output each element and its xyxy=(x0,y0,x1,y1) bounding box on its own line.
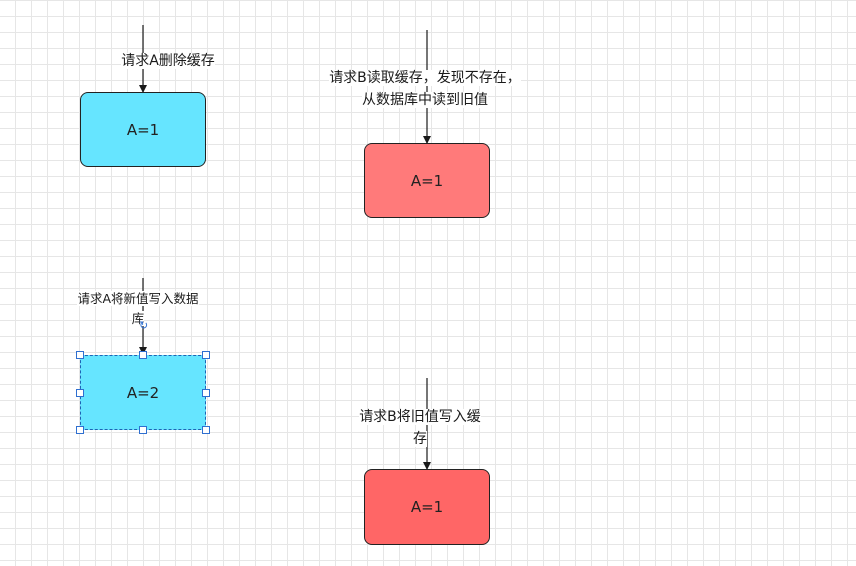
edge-label-line-2: 库 xyxy=(131,311,145,326)
node-label: A=1 xyxy=(410,171,444,190)
edge-label-line-1: 请求B将旧值写入缓 xyxy=(359,409,481,425)
edge-label-line-1: 请求B读取缓存，发现不存在， xyxy=(329,70,521,86)
node-label: A=2 xyxy=(126,383,160,402)
node-label: A=1 xyxy=(410,498,444,516)
edge-label-write-cache[interactable]: 请求B将旧值写入缓 存 xyxy=(340,406,500,450)
node-a2-selected[interactable]: A=2 xyxy=(80,355,206,430)
edge-label-text: 请求A删除缓存 xyxy=(121,53,215,69)
edge-label-line-2: 存 xyxy=(413,431,427,447)
resize-handle-s[interactable] xyxy=(139,426,147,434)
resize-handle-e[interactable] xyxy=(202,389,210,397)
node-a1-bottom-right[interactable]: A=1 xyxy=(364,469,490,545)
node-a1-top-left[interactable]: A=1 xyxy=(80,92,206,167)
resize-handle-se[interactable] xyxy=(202,426,210,434)
resize-handle-ne[interactable] xyxy=(202,351,210,359)
resize-handle-nw[interactable] xyxy=(76,351,84,359)
edge-label-delete-cache[interactable]: 请求A删除缓存 xyxy=(108,50,228,72)
rotate-handle-icon[interactable]: ↻ xyxy=(139,319,149,332)
edge-label-write-db[interactable]: 请求A将新值写入数据 库 xyxy=(64,288,212,330)
edge-label-read-cache[interactable]: 请求B读取缓存，发现不存在， 从数据库中读到旧值 xyxy=(300,67,550,111)
edge-label-line-2: 从数据库中读到旧值 xyxy=(362,92,488,108)
edge-label-line-1: 请求A将新值写入数据 xyxy=(77,291,199,306)
resize-handle-n[interactable] xyxy=(139,351,147,359)
resize-handle-w[interactable] xyxy=(76,389,84,397)
node-label: A=1 xyxy=(126,120,160,139)
resize-handle-sw[interactable] xyxy=(76,426,84,434)
node-a1-top-right[interactable]: A=1 xyxy=(364,143,490,218)
